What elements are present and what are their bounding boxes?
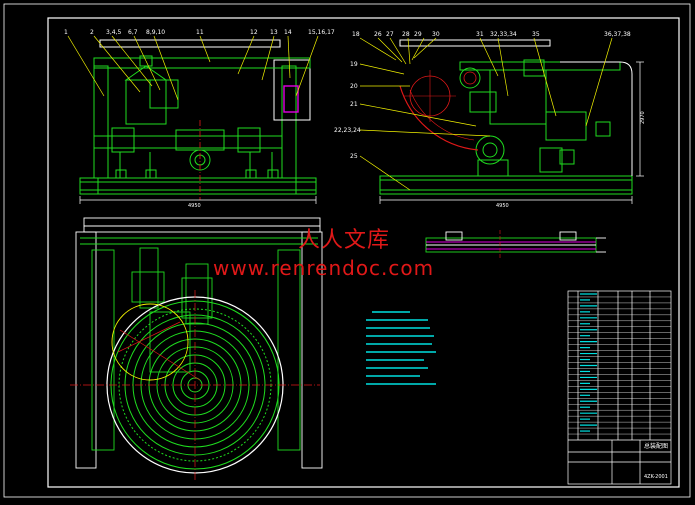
watermark-cn: 人人文库 [298,228,391,253]
front-callouts: 1 2 3,4,5 6,7 8,9,10 11 12 13 14 15,16,1… [64,29,335,36]
front-dimension [79,196,317,204]
outer-border [3,3,691,498]
bom-fill [580,293,597,432]
callout-side-36: 36,37,38 [604,31,631,38]
callout-front-7: 12 [250,29,258,36]
frame-outline [560,61,633,176]
arm-line [119,329,201,381]
callout-side-31: 31 [476,31,484,38]
callout-front-8: 13 [270,29,278,36]
side-arc-inner [409,89,475,141]
side-arc [399,85,479,151]
callout-front-10: 15,16,17 [308,29,335,36]
callout-side-21: 21 [350,101,358,108]
front-leaders [67,35,319,101]
callout-side-29: 29 [414,31,422,38]
watermark-url: www.renrendoc.com [213,256,435,280]
front-view [79,39,317,195]
callout-side-28: 28 [402,31,410,38]
callout-front-1: 1 [64,29,68,36]
tech-notes [366,311,436,385]
callout-side-22: 22,23,24 [334,127,361,134]
callout-side-19: 19 [350,61,358,68]
callout-side-25: 25 [350,153,358,160]
arm-line-2 [117,321,181,353]
section-detail [425,231,606,253]
front-dimension-label: 4950 [188,203,201,209]
side-dimension [379,61,644,204]
callout-side-20: 20 [350,83,358,90]
side-dimension-width-label: 4950 [496,203,509,209]
callout-front-3: 3,4,5 [106,29,121,36]
plan-view-frame [75,217,323,469]
callout-side-35: 35 [532,31,540,38]
callout-side-27: 27 [386,31,394,38]
callout-side-26: 26 [374,31,382,38]
callout-side-32: 32,33,34 [490,31,517,38]
inner-border [47,17,680,488]
callout-side-30: 30 [432,31,440,38]
bom-table [567,290,672,485]
bom-rows [568,296,671,435]
title-block-code: 4ZK-2001 [644,474,668,480]
side-dimension-height-label: 2970 [640,111,646,124]
title-block-name: 总装配图 [644,442,668,450]
side-hub [463,71,477,85]
callout-side-18: 18 [352,31,360,38]
callout-front-2: 2 [90,29,94,36]
callout-front-4: 6,7 [128,29,138,36]
side-leaders [359,37,613,191]
callout-front-6: 11 [196,29,204,36]
callout-front-9: 14 [284,29,292,36]
rotating-arm-circle [111,303,189,381]
side-view [379,39,633,195]
callout-front-5: 8,9,10 [146,29,165,36]
side-callouts: 18 19 20 21 22,23,24 25 26 27 28 29 30 3… [334,31,631,160]
magenta-guard [283,85,299,113]
